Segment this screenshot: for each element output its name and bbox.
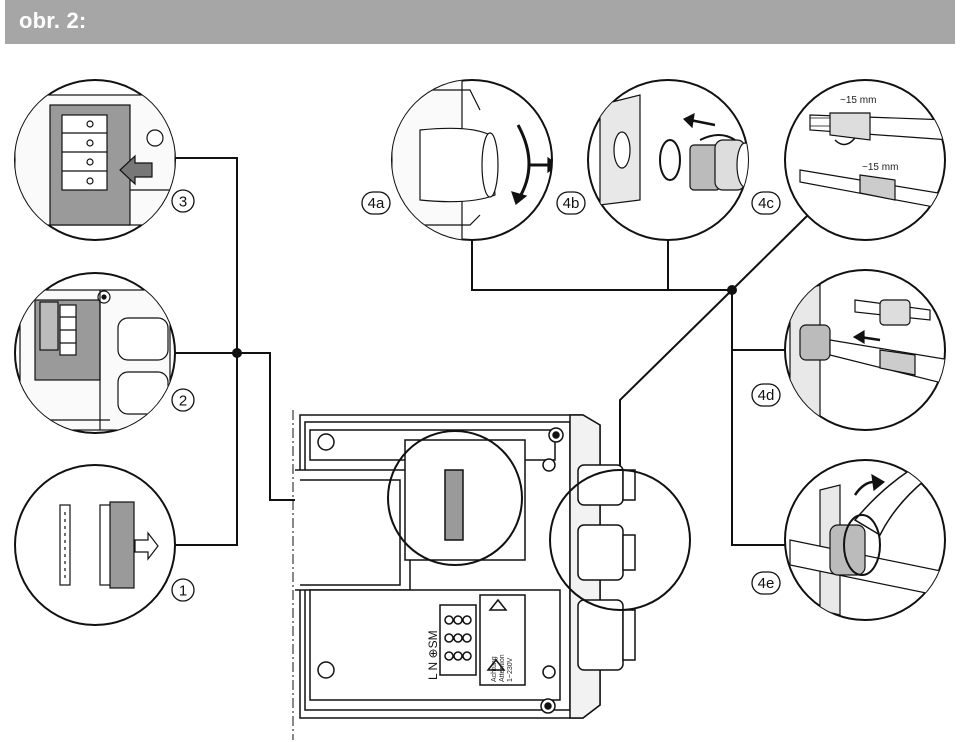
detail-3-circle — [14, 79, 176, 241]
caution-label-2: Attention — [499, 654, 506, 682]
detail-strip-circle: ~15 mm ~15 mm — [784, 79, 946, 241]
header-bar: obr. 2: — [5, 0, 955, 44]
detail-4c-circle — [587, 79, 749, 241]
callout-4e-label: 4e — [758, 575, 775, 592]
callout-3: 3 — [171, 189, 195, 213]
callout-2-label: 2 — [179, 393, 187, 410]
callout-4c-label: 4c — [758, 195, 774, 212]
callout-4d: 4d — [751, 383, 781, 407]
callout-4b: 4b — [556, 191, 586, 215]
terminal-label: L N ⊕SM — [426, 630, 440, 680]
callout-1: 1 — [171, 578, 195, 602]
callout-4a-label: 4a — [368, 195, 385, 212]
junction-dot-left — [232, 348, 242, 358]
detail-4d-circle — [784, 269, 946, 431]
callout-4c: 4c — [751, 191, 781, 215]
callout-3-label: 3 — [179, 194, 187, 211]
callout-4a: 4a — [361, 191, 391, 215]
figure-title: obr. 2: — [19, 8, 87, 33]
callout-4d-label: 4d — [758, 387, 775, 404]
detail-1-circle — [14, 464, 176, 626]
magnifier-glands — [549, 469, 691, 611]
magnifier-pcb — [387, 430, 523, 566]
callout-4e: 4e — [751, 571, 781, 595]
junction-dot-right — [727, 285, 737, 295]
callout-2: 2 — [171, 388, 195, 412]
detail-4b-circle — [391, 79, 553, 241]
detail-4e-circle — [784, 459, 946, 621]
callout-4b-label: 4b — [563, 195, 580, 212]
detail-2-circle — [14, 272, 176, 434]
caution-label: Achtung — [491, 656, 498, 682]
strip-length-top: ~15 mm — [840, 95, 876, 106]
strip-length-bottom: ~15 mm — [862, 162, 898, 173]
callout-1-label: 1 — [179, 583, 187, 600]
connector-lines — [175, 157, 809, 546]
voltage-label: 1~230V — [507, 657, 514, 682]
enclosure-main — [292, 410, 636, 740]
